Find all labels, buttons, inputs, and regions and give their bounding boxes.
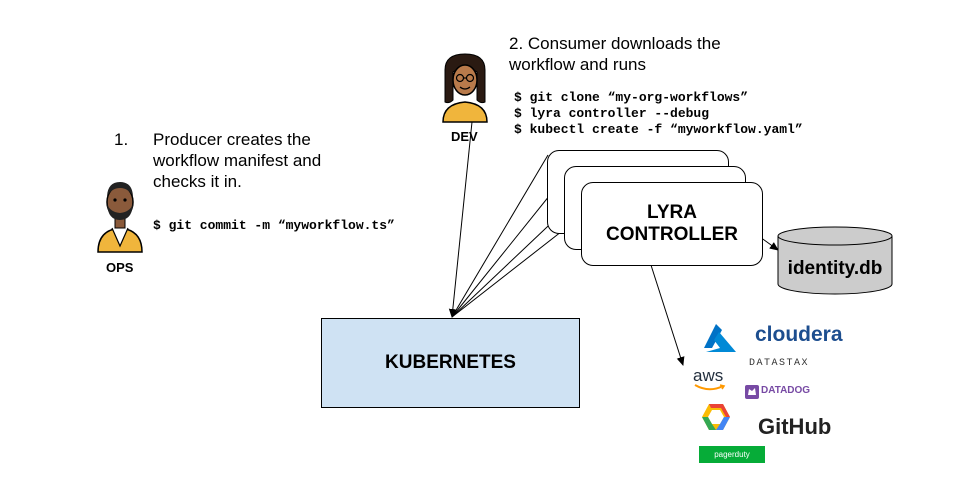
dev-avatar-icon: [442, 53, 488, 123]
dev-role-label: DEV: [451, 129, 478, 144]
pagerduty-label: pagerduty: [714, 450, 750, 459]
datadog-dog-icon: [745, 385, 759, 399]
pagerduty-logo: pagerduty: [699, 446, 765, 463]
database-label: identity.db: [787, 258, 883, 279]
consumer-text-line: 2. Consumer downloads the: [509, 34, 721, 53]
arrow-ops-to-kubernetes: [448, 121, 473, 318]
lyra-controller-card: LYRA CONTROLLER: [581, 182, 763, 266]
cloudera-logo: cloudera: [755, 323, 843, 346]
consumer-commands: $ git clone “my-org-workflows” $ lyra co…: [514, 90, 803, 138]
producer-text-line: Producer creates the: [153, 130, 311, 149]
ops-avatar-icon: [97, 182, 143, 253]
consumer-text-line: workflow and runs: [509, 55, 647, 74]
consumer-command: $ git clone “my-org-workflows”: [514, 90, 749, 105]
github-logo: GitHub: [758, 414, 832, 439]
ops-role-label: OPS: [106, 260, 134, 275]
aws-label: aws: [693, 366, 724, 385]
aws-smile-icon: [694, 384, 726, 391]
arrow-controller-to-database: [759, 236, 779, 251]
producer-text-line: workflow manifest and: [153, 151, 322, 170]
kubernetes-label: KUBERNETES: [385, 352, 516, 373]
consumer-command: $ lyra controller --debug: [514, 106, 710, 121]
arrow-controller-to-cloud-services: [649, 261, 685, 366]
google-cloud-icon: [702, 404, 730, 430]
controller-title-line: LYRA: [647, 202, 697, 223]
consumer-command: $ kubectl create -f “myworkflow.yaml”: [514, 122, 803, 137]
database-cylinder-icon: [777, 226, 893, 295]
producer-step-text: Producer creates the workflow manifest a…: [153, 129, 321, 192]
kubernetes-box: KUBERNETES: [321, 318, 580, 408]
line-controller-card1-to-kubernetes: [451, 154, 549, 318]
producer-text-line: checks it in.: [153, 172, 242, 191]
producer-step-number: 1.: [114, 130, 129, 149]
controller-title-line: CONTROLLER: [606, 224, 738, 245]
aws-logo: aws: [693, 366, 727, 392]
line-controller-to-kubernetes-bottom: [451, 227, 567, 318]
datastax-logo: DATASTAX: [749, 358, 810, 369]
consumer-step-text: 2. Consumer downloads the workflow and r…: [509, 33, 721, 75]
producer-command: $ git commit -m “myworkflow.ts”: [153, 218, 395, 233]
datadog-label: DATADOG: [761, 385, 811, 396]
azure-icon: [704, 324, 736, 352]
